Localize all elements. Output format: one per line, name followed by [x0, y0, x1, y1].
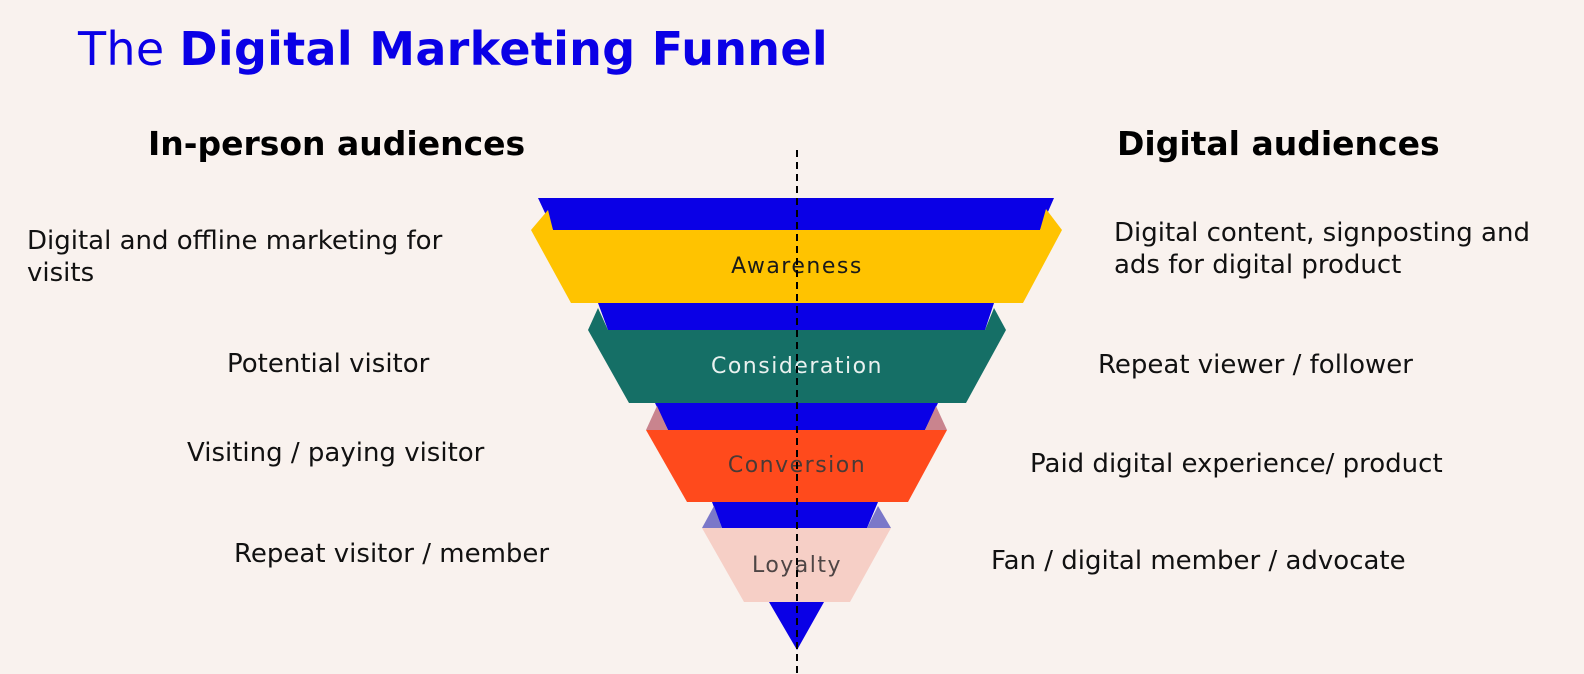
- wedge-consideration-left: [588, 308, 608, 330]
- funnel-blue-band-2: [598, 303, 994, 330]
- wedge-awareness-left: [531, 210, 553, 230]
- digital-awareness-text: Digital content, signposting and ads for…: [1114, 218, 1530, 280]
- wedge-conversion-left: [646, 406, 668, 430]
- in-person-conversion-text: Visiting / paying visitor: [187, 438, 485, 468]
- digital-conversion-text: Paid digital experience/ product: [1030, 449, 1443, 479]
- in-person-awareness-text: Digital and offline marketing for visits: [27, 226, 443, 288]
- wedge-conversion-right: [925, 406, 947, 430]
- wedge-loyalty-right: [867, 506, 891, 528]
- wedge-consideration-right: [985, 308, 1006, 330]
- wedge-awareness-right: [1040, 209, 1062, 230]
- digital-consideration-text: Repeat viewer / follower: [1098, 350, 1413, 380]
- title-prefix: The: [78, 22, 165, 76]
- funnel-tip: [769, 602, 824, 650]
- digital-heading: Digital audiences: [1117, 124, 1440, 163]
- funnel-stage-awareness: [531, 230, 1062, 303]
- wedge-loyalty-left: [702, 506, 722, 528]
- in-person-consideration-text: Potential visitor: [227, 349, 430, 379]
- in-person-heading: In-person audiences: [148, 124, 526, 163]
- in-person-loyalty-text: Repeat visitor / member: [234, 539, 550, 569]
- title-emphasis: Digital Marketing Funnel: [179, 22, 828, 76]
- page-title: The Digital Marketing Funnel: [78, 22, 828, 76]
- funnel-blue-band-4: [712, 502, 878, 528]
- digital-loyalty-text: Fan / digital member / advocate: [991, 546, 1406, 576]
